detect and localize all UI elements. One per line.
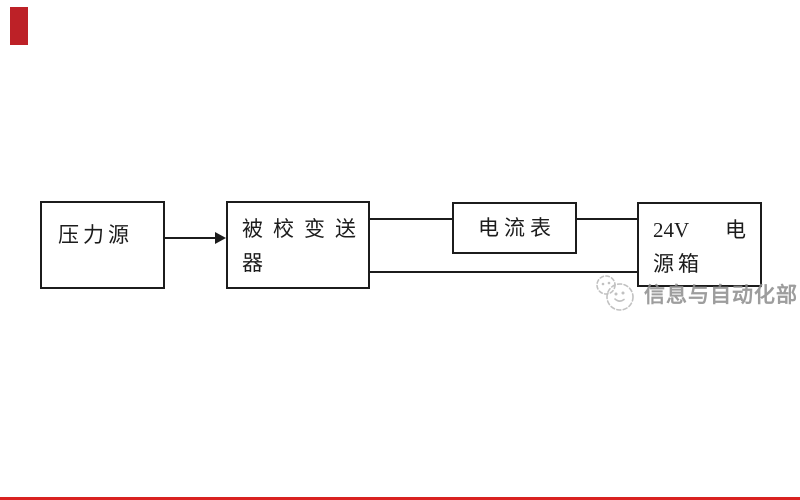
node-ammeter-label: 电流表 bbox=[478, 216, 556, 240]
red-accent-block bbox=[10, 7, 28, 45]
node-power-box-label-dian: 电 bbox=[725, 218, 746, 242]
node-ammeter: 电流表 bbox=[452, 202, 577, 254]
node-transmitter-label-line1: 被校变送 bbox=[242, 217, 366, 241]
node-power-box-label-line2: 源箱 bbox=[653, 252, 703, 276]
node-power-box-label-line1: 24V 电 bbox=[653, 213, 746, 247]
connector-ammeter-to-power-box bbox=[577, 218, 637, 220]
node-24v-power-box: 24V 电 源箱 bbox=[637, 202, 762, 287]
node-pressure-source-label: 压力源 bbox=[58, 223, 133, 247]
node-pressure-source: 压力源 bbox=[40, 201, 165, 289]
node-power-box-label-24v: 24V bbox=[653, 218, 690, 242]
node-transmitter-under-calibration: 被校变送 器 bbox=[226, 201, 370, 289]
arrowhead-icon bbox=[215, 232, 226, 244]
connector-arrow-shaft bbox=[165, 237, 216, 239]
red-bottom-divider bbox=[0, 497, 800, 500]
connector-transmitter-to-ammeter bbox=[370, 218, 452, 220]
connector-transmitter-to-power-box bbox=[370, 271, 637, 273]
node-transmitter-label-line2: 器 bbox=[242, 251, 267, 275]
doodle-smiley-icon bbox=[596, 275, 634, 311]
